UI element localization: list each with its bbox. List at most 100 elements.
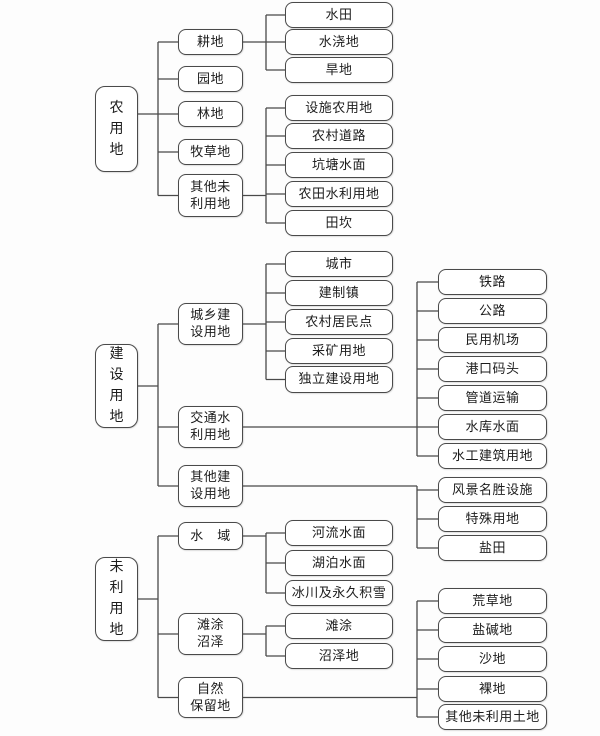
node-pipeline-transport: 管道运输: [438, 385, 547, 411]
node-label: 水浇地: [318, 34, 360, 50]
node-label: 农: [109, 99, 124, 116]
node-label: 利: [109, 580, 124, 596]
node-label: 民用机场: [465, 332, 520, 348]
node-port-wharf: 港口码头: [438, 356, 547, 382]
node-civil-airport: 民用机场: [438, 327, 547, 353]
node-label: 地: [109, 141, 124, 158]
node-label: 设施农用地: [305, 100, 373, 116]
node-lake-water-surface: 湖泊水面: [285, 550, 393, 576]
node-label: 园地: [196, 71, 224, 87]
node-label: 农田水利用地: [298, 186, 380, 202]
node-label: 旱地: [325, 62, 353, 78]
node-label: 滩涂: [196, 618, 224, 633]
node-unused-land: 未利用地: [95, 557, 138, 641]
node-label: 水 域: [190, 528, 231, 544]
node-other-unused-agri-land: 其他未利用地: [178, 174, 243, 217]
node-hydraulic-construction: 水工建筑用地: [438, 443, 547, 469]
node-sandy-land: 沙地: [438, 646, 547, 672]
node-agri-land: 农用地: [95, 86, 138, 172]
node-railway: 铁路: [438, 269, 547, 295]
node-label: 独立建设用地: [298, 372, 380, 387]
node-label: 地: [109, 409, 124, 425]
node-farmland-water-land: 农田水利用地: [285, 181, 393, 207]
node-label: 沙地: [478, 651, 506, 667]
node-label: 荒草地: [472, 593, 513, 609]
node-label: 田坎: [325, 215, 353, 231]
node-label: 坑塘水面: [311, 157, 366, 173]
node-label: 特殊用地: [465, 511, 520, 527]
node-label: 未: [109, 559, 124, 575]
node-pasture-land: 牧草地: [178, 139, 243, 165]
node-saline-alkali-land: 盐碱地: [438, 617, 547, 643]
node-city: 城市: [285, 251, 393, 277]
node-label: 管道运输: [465, 390, 520, 406]
node-wild-grassland: 荒草地: [438, 588, 547, 614]
node-label: 地: [109, 622, 124, 638]
node-label: 用: [109, 601, 124, 617]
node-label: 建制镇: [318, 285, 360, 301]
node-label: 城乡建: [190, 308, 231, 323]
node-paddy-field: 水田: [285, 2, 393, 28]
node-glacier-permanent-snow: 冰川及永久积雪: [285, 580, 393, 606]
node-special-land: 特殊用地: [438, 506, 547, 532]
node-water-area: 水 域: [178, 522, 243, 550]
node-cultivated-land: 耕地: [178, 29, 243, 55]
node-label: 港口码头: [465, 361, 520, 377]
node-label: 水田: [325, 7, 353, 23]
node-facility-agri-land: 设施农用地: [285, 95, 393, 121]
node-label: 铁路: [478, 274, 506, 290]
node-label: 设: [109, 367, 124, 383]
node-pond-water-surface: 坑塘水面: [285, 152, 393, 178]
node-forest-land: 林地: [178, 101, 243, 127]
node-label: 用: [109, 120, 124, 137]
node-rural-settlement: 农村居民点: [285, 309, 393, 335]
node-label: 河流水面: [311, 525, 366, 541]
node-label: 滩涂: [325, 618, 353, 634]
node-construction-land: 建设用地: [95, 344, 138, 428]
node-label: 建: [109, 346, 124, 362]
node-label: 交通水: [190, 411, 231, 426]
node-label: 公路: [478, 303, 506, 319]
node-bare-land: 裸地: [438, 676, 547, 702]
node-label: 沼泽: [196, 635, 224, 650]
node-field-ridge: 田坎: [285, 210, 393, 236]
node-label: 风景名胜设施: [451, 482, 533, 498]
node-label: 沼泽地: [318, 648, 360, 664]
node-label: 裸地: [478, 681, 506, 697]
node-label: 水库水面: [465, 419, 520, 435]
node-label: 其他未: [190, 179, 231, 195]
node-label: 设用地: [190, 325, 231, 340]
node-tidal-flat: 滩涂: [285, 613, 393, 639]
node-label: 其他建: [190, 470, 231, 485]
node-highway: 公路: [438, 298, 547, 324]
node-label: 农村道路: [311, 128, 366, 144]
node-rural-road: 农村道路: [285, 123, 393, 149]
node-label: 采矿用地: [311, 343, 366, 359]
node-label: 冰川及永久积雪: [291, 585, 387, 601]
node-label: 用: [109, 388, 124, 404]
node-label: 林地: [196, 106, 224, 122]
node-scenic-facilities: 风景名胜设施: [438, 477, 547, 503]
node-label: 耕地: [196, 34, 224, 50]
node-label: 其他未利用土地: [445, 709, 540, 725]
node-urban-rural-construction: 城乡建设用地: [178, 303, 243, 345]
node-label: 自然: [196, 681, 224, 697]
node-independent-construction: 独立建设用地: [285, 366, 393, 393]
node-label: 牧草地: [190, 144, 231, 160]
node-label: 水工建筑用地: [451, 448, 533, 464]
node-salt-field: 盐田: [438, 535, 547, 561]
node-marsh-land: 沼泽地: [285, 643, 393, 669]
node-mining-land: 采矿用地: [285, 338, 393, 364]
node-label: 保留地: [190, 698, 231, 714]
node-river-water-surface: 河流水面: [285, 520, 393, 546]
node-label: 利用地: [190, 196, 231, 212]
node-tidal-flat-marsh: 滩涂沼泽: [178, 613, 243, 655]
node-garden-land: 园地: [178, 66, 243, 92]
node-label: 利用地: [190, 428, 231, 443]
node-reservoir-water-surface: 水库水面: [438, 414, 547, 440]
node-irrigated-land: 水浇地: [285, 29, 393, 55]
node-label: 农村居民点: [305, 314, 373, 330]
node-label: 湖泊水面: [311, 555, 366, 571]
